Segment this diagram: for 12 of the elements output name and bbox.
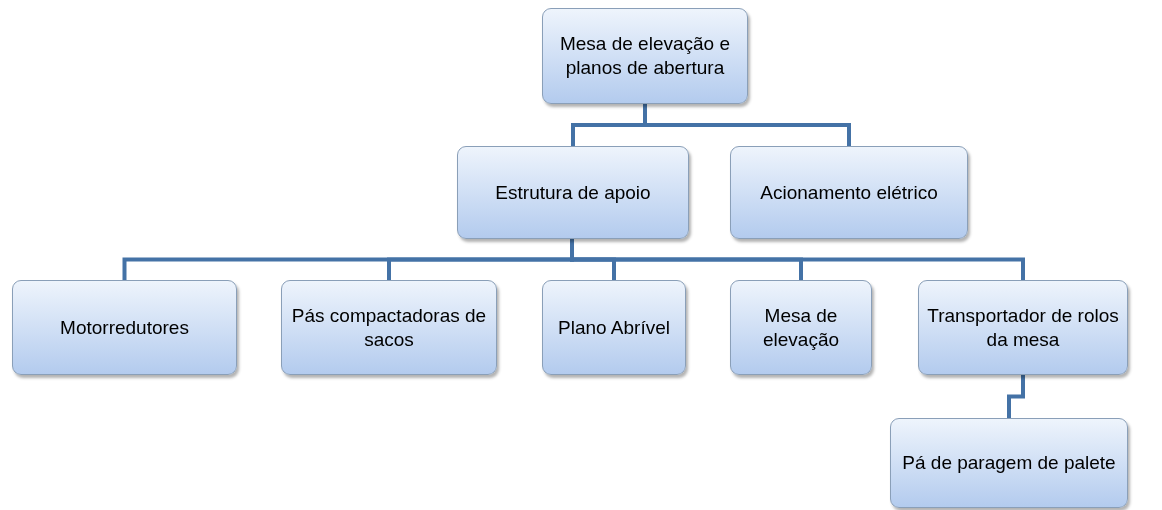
connector-line xyxy=(643,104,851,146)
process-box: Pá de paragem de palete xyxy=(890,418,1128,508)
process-box: Estrutura de apoio xyxy=(457,146,689,239)
process-box: Mesa de elevação xyxy=(730,280,872,375)
connector-line xyxy=(570,239,1025,280)
process-box: Acionamento elétrico xyxy=(730,146,968,239)
process-box: Plano Abrível xyxy=(542,280,686,375)
process-box: Transportador de rolos da mesa xyxy=(918,280,1128,375)
process-box: Mesa de elevação e planos de abertura xyxy=(542,8,748,104)
process-box: Pás compactadoras de sacos xyxy=(281,280,497,375)
connector-line xyxy=(1007,375,1025,418)
process-box: Motorredutores xyxy=(12,280,237,375)
